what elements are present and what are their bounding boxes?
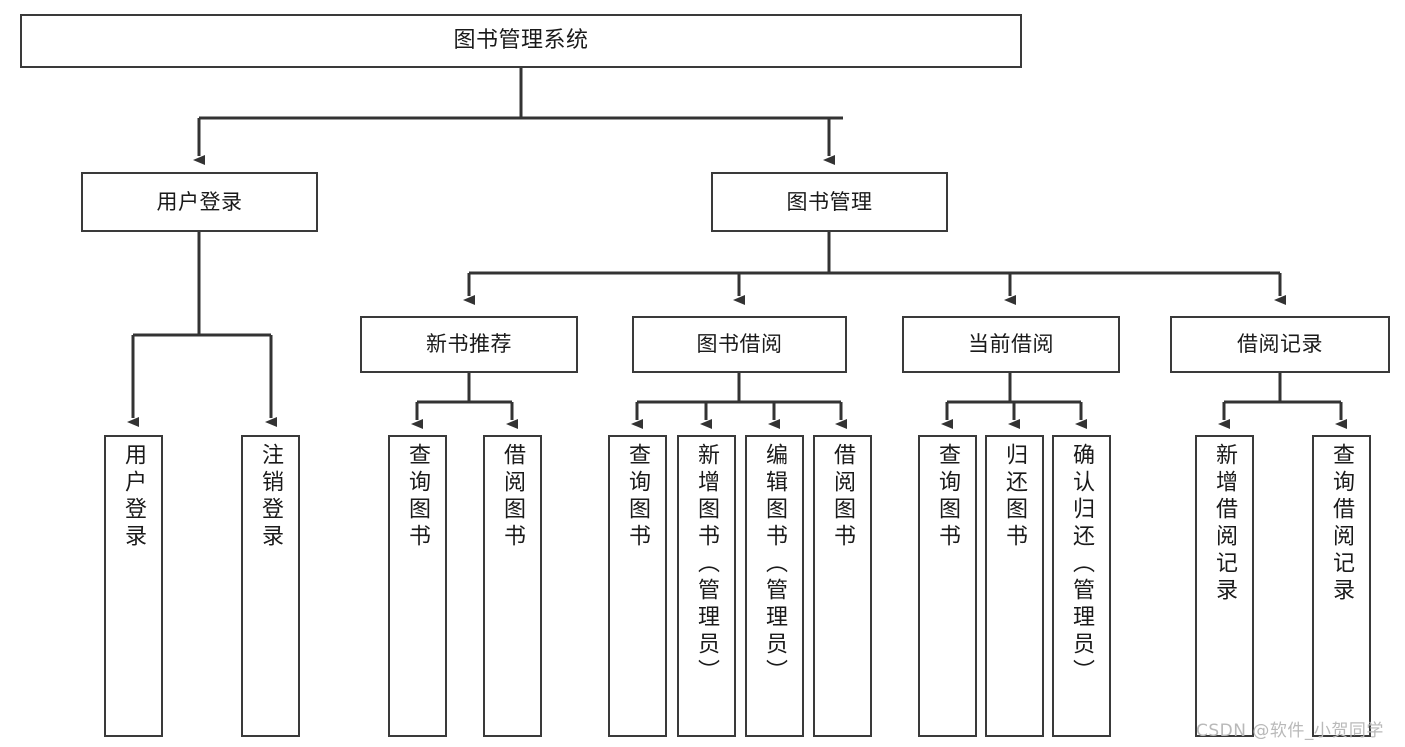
node-leaf-user-login-label: 用户登录 (121, 443, 147, 551)
node-root-label: 图书管理系统 (453, 28, 589, 54)
node-new-book-recommend-label: 新书推荐 (426, 332, 512, 357)
node-borrow-record[interactable]: 借阅记录 (1170, 316, 1390, 373)
node-leaf-query-book-3[interactable]: 查询图书 (918, 435, 977, 737)
node-leaf-return-book-label: 归还图书 (1002, 443, 1028, 551)
node-leaf-logout-login[interactable]: 注销登录 (241, 435, 300, 737)
node-leaf-borrow-book-1-label: 借阅图书 (500, 443, 526, 551)
node-leaf-confirm-return-label: 确认归还（管理员） (1069, 443, 1095, 686)
node-leaf-borrow-book-1[interactable]: 借阅图书 (483, 435, 542, 737)
node-leaf-query-book-1-label: 查询图书 (405, 443, 431, 551)
node-book-borrow-label: 图书借阅 (696, 332, 783, 357)
node-book-management[interactable]: 图书管理 (711, 172, 948, 232)
node-leaf-edit-book[interactable]: 编辑图书（管理员） (745, 435, 804, 737)
node-book-borrow[interactable]: 图书借阅 (632, 316, 847, 373)
node-new-book-recommend[interactable]: 新书推荐 (360, 316, 578, 373)
node-leaf-edit-book-label: 编辑图书（管理员） (762, 443, 788, 686)
node-leaf-query-book-3-label: 查询图书 (935, 443, 961, 551)
node-leaf-add-record-label: 新增借阅记录 (1212, 443, 1238, 605)
node-leaf-logout-login-label: 注销登录 (258, 443, 284, 551)
node-current-borrow[interactable]: 当前借阅 (902, 316, 1120, 373)
node-leaf-query-book-2[interactable]: 查询图书 (608, 435, 667, 737)
node-leaf-borrow-book-2[interactable]: 借阅图书 (813, 435, 872, 737)
node-leaf-borrow-book-2-label: 借阅图书 (830, 443, 856, 551)
node-leaf-query-book-1[interactable]: 查询图书 (388, 435, 447, 737)
csdn-watermark: CSDN @软件_小贺同学 (1196, 721, 1384, 741)
node-leaf-user-login[interactable]: 用户登录 (104, 435, 163, 737)
node-leaf-query-record-label: 查询借阅记录 (1329, 443, 1355, 605)
node-leaf-add-book[interactable]: 新增图书（管理员） (677, 435, 736, 737)
node-leaf-query-record[interactable]: 查询借阅记录 (1312, 435, 1371, 737)
node-user-login[interactable]: 用户登录 (81, 172, 318, 232)
node-leaf-query-book-2-label: 查询图书 (625, 443, 651, 551)
node-user-login-label: 用户登录 (156, 189, 243, 214)
node-leaf-add-book-label: 新增图书（管理员） (694, 443, 720, 686)
node-leaf-confirm-return[interactable]: 确认归还（管理员） (1052, 435, 1111, 737)
node-root[interactable]: 图书管理系统 (20, 14, 1022, 68)
node-current-borrow-label: 当前借阅 (968, 332, 1054, 357)
node-leaf-return-book[interactable]: 归还图书 (985, 435, 1044, 737)
node-leaf-add-record[interactable]: 新增借阅记录 (1195, 435, 1254, 737)
node-book-management-label: 图书管理 (786, 189, 873, 214)
node-borrow-record-label: 借阅记录 (1237, 332, 1323, 357)
